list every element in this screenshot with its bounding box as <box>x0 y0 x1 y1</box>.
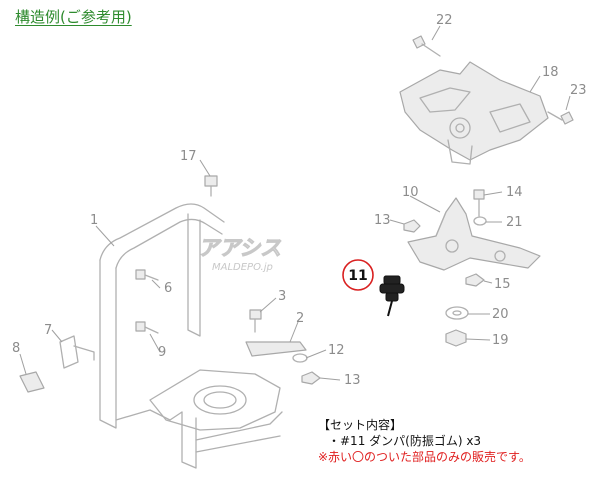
washer-20 <box>445 306 469 320</box>
washer-12 <box>292 353 308 363</box>
watermark-logo: アアシス <box>198 236 281 260</box>
part-number-17: 17 <box>180 149 197 164</box>
set-contents-note: 【セット内容】 ・#11 ダンパ(防振ゴム) x3 ※赤い〇のついた部品のみの販… <box>318 417 531 465</box>
washer-21 <box>473 216 487 226</box>
diagram-title: 構造例(ご参考用) <box>15 8 132 26</box>
bracket-8 <box>19 371 45 393</box>
part-number-15: 15 <box>494 277 511 292</box>
bolt-17 <box>204 175 218 197</box>
nut-13-upper <box>403 219 421 233</box>
part-number-10: 10 <box>402 185 419 200</box>
bolt-9 <box>135 321 159 334</box>
part-number-23: 23 <box>570 83 587 98</box>
watermark-site: MALDEPO.jp <box>212 262 273 273</box>
plate-2 <box>245 341 307 357</box>
part-number-14: 14 <box>506 185 523 200</box>
note-item: ・#11 ダンパ(防振ゴム) x3 <box>328 434 482 448</box>
bolt-3 <box>249 309 262 333</box>
note-warning: ※赤い〇のついた部品のみの販売です。 <box>318 450 531 464</box>
part-number-13-upper: 13 <box>374 213 391 228</box>
part-number-7: 7 <box>44 323 52 338</box>
bolt-22 <box>412 35 441 57</box>
part-number-8: 8 <box>12 341 20 356</box>
callout-number: 11 <box>348 268 367 284</box>
bracket-7 <box>59 335 95 369</box>
part-number-20: 20 <box>492 307 509 322</box>
part-number-labels: 22 18 23 10 13 14 21 15 20 19 17 1 6 9 3… <box>12 13 587 388</box>
part-number-1: 1 <box>90 213 98 228</box>
part-number-22: 22 <box>436 13 453 28</box>
note-header: 【セット内容】 <box>318 418 403 432</box>
nut-19 <box>445 329 467 347</box>
part-number-6: 6 <box>164 281 172 296</box>
callout-circle <box>342 259 374 291</box>
part-number-19: 19 <box>492 333 509 348</box>
part-number-3: 3 <box>278 289 286 304</box>
damper-11 <box>379 275 405 317</box>
bolt-6 <box>135 269 159 281</box>
bolt-14 <box>473 189 485 217</box>
part-number-13-lower: 13 <box>344 373 361 388</box>
frame-1 <box>99 203 283 469</box>
part-number-21: 21 <box>506 215 523 230</box>
part-number-2: 2 <box>296 311 304 326</box>
nut-13-lower <box>301 371 321 385</box>
leader-lines <box>19 25 571 381</box>
part-number-12: 12 <box>328 343 345 358</box>
bracket-18 <box>399 61 549 165</box>
nut-15 <box>465 273 485 287</box>
bolt-23 <box>547 111 574 125</box>
part-number-18: 18 <box>542 65 559 80</box>
mount-plate-10 <box>407 197 541 271</box>
part-number-9: 9 <box>158 345 166 360</box>
